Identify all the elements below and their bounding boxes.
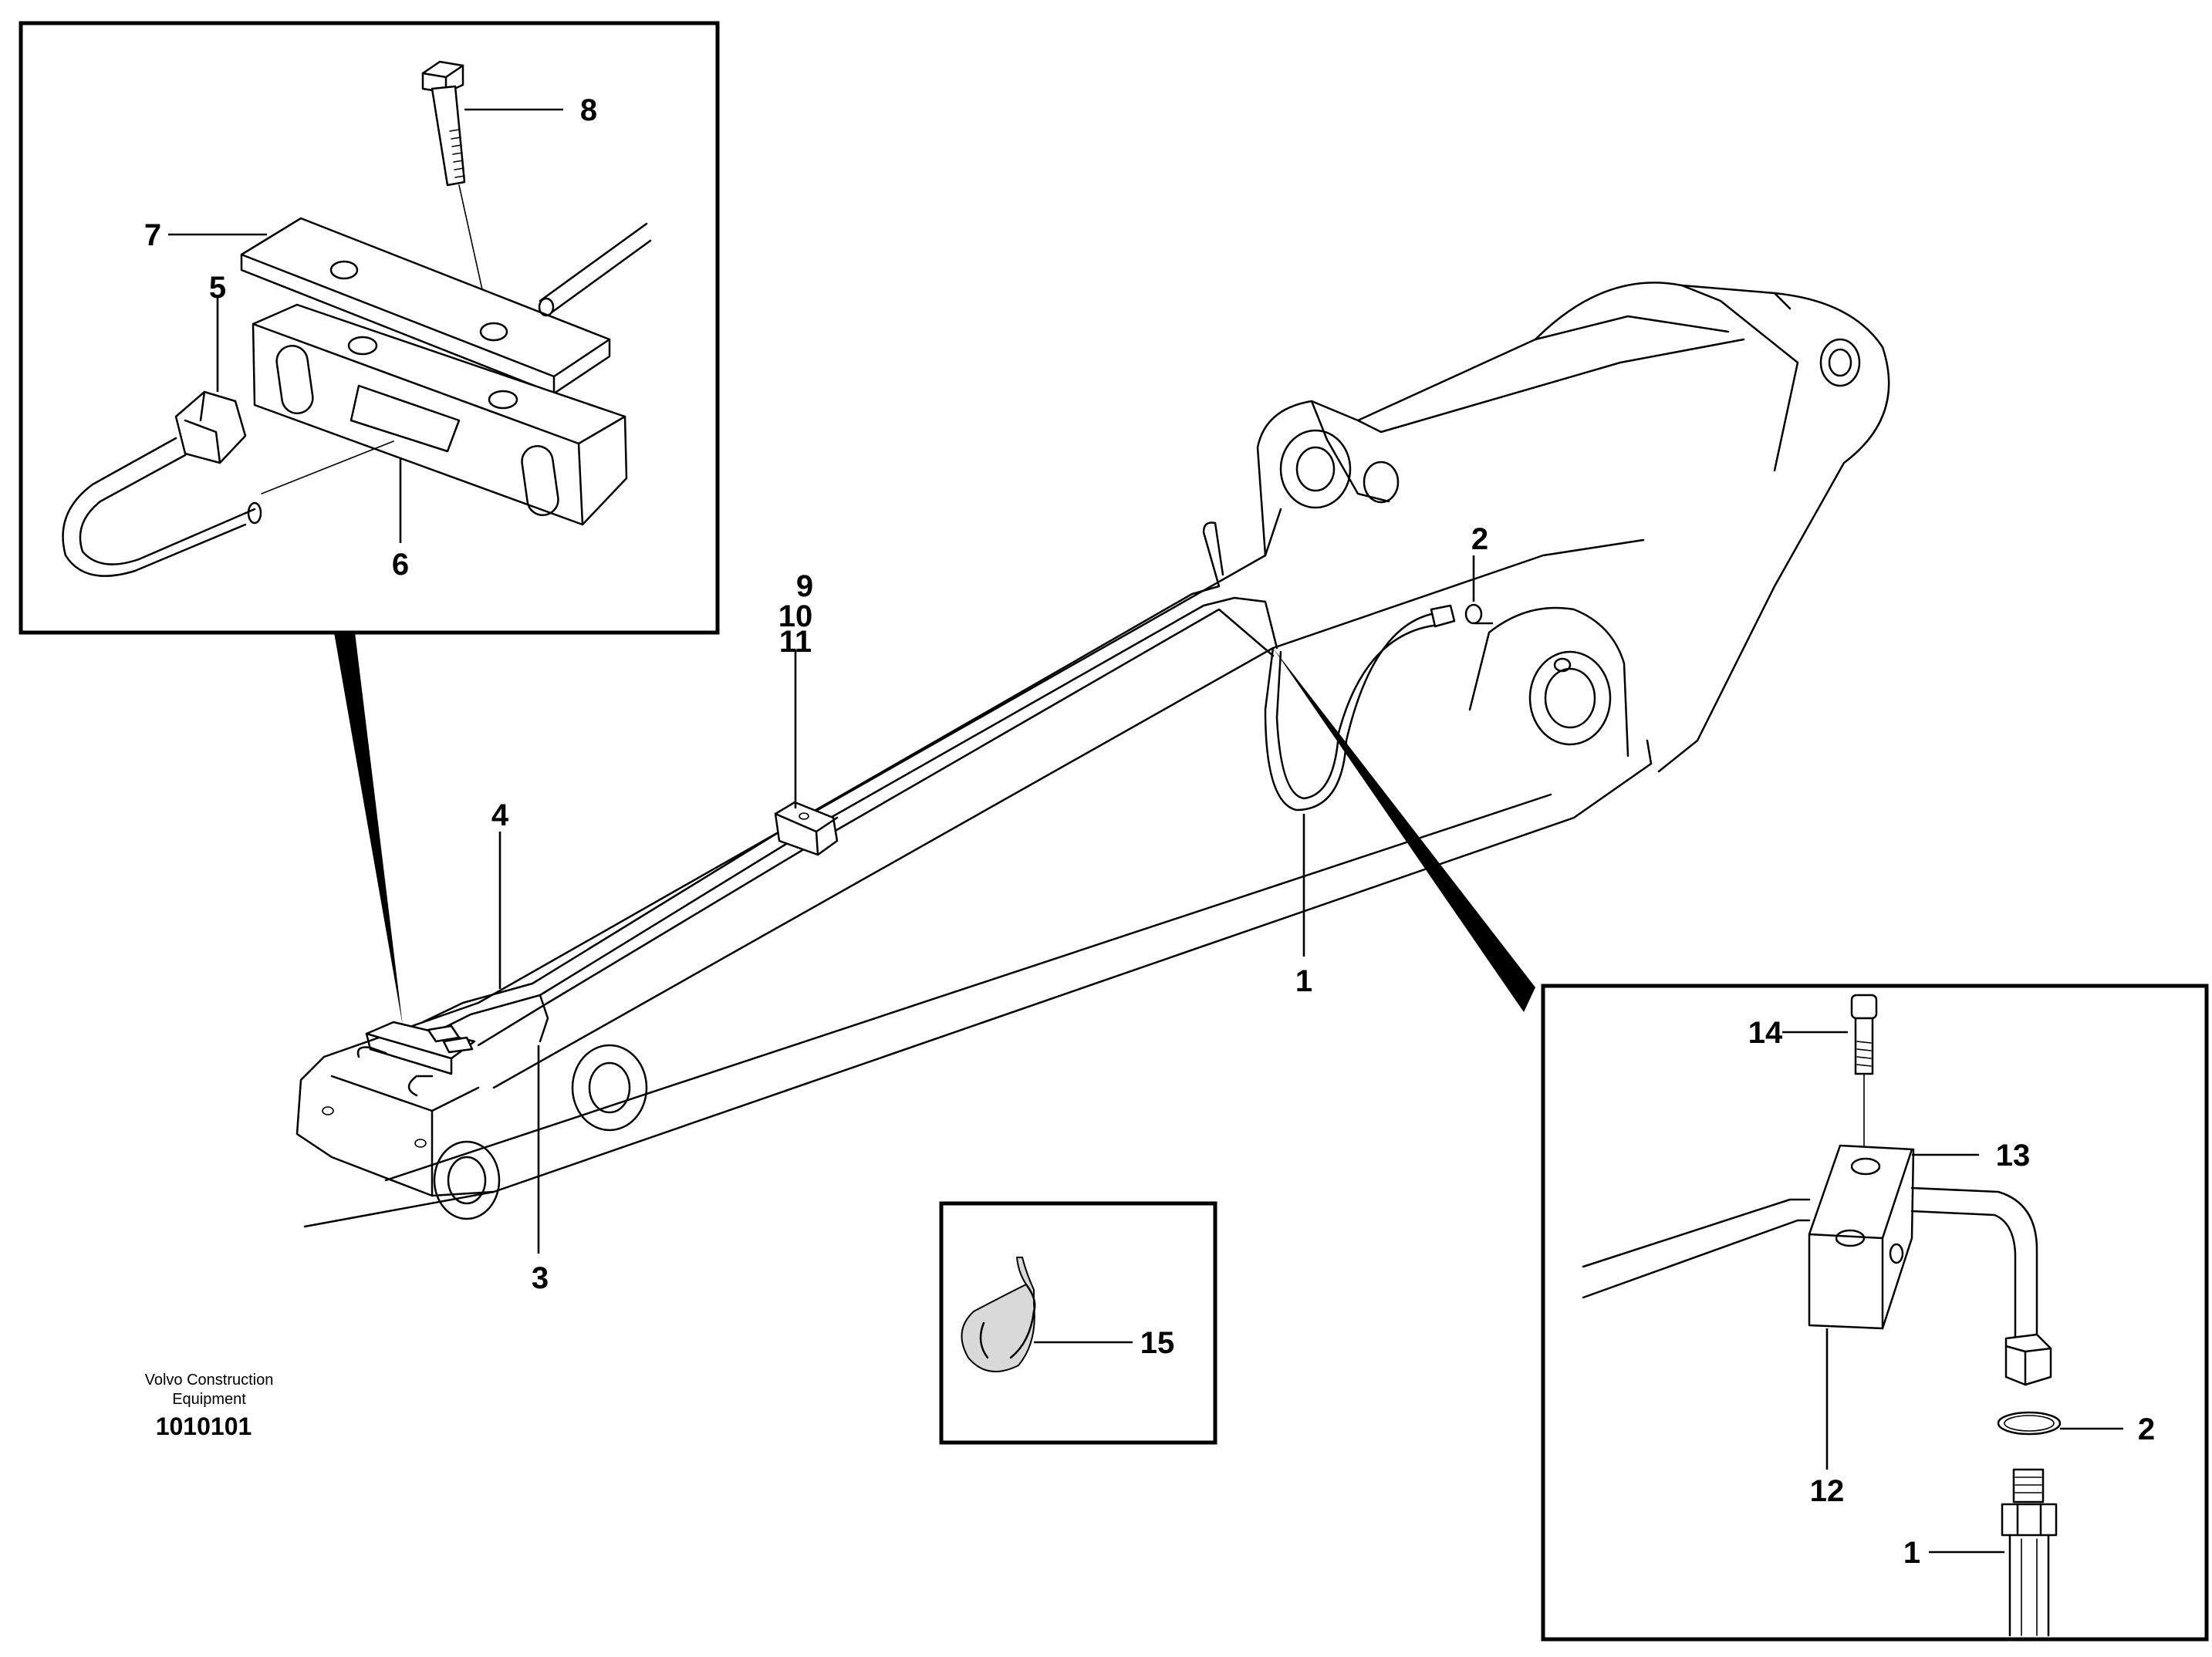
label-14: 14 (1748, 1016, 1783, 1050)
label-12: 12 (1810, 1474, 1845, 1508)
hydraulic-pipes (356, 521, 1483, 1097)
callout-wedge-left (334, 633, 403, 1026)
label-15: 15 (1140, 1326, 1175, 1360)
label-6: 6 (392, 548, 409, 582)
label-1: 1 (1295, 964, 1312, 998)
label-1-fitting: 1 (1903, 1536, 1920, 1570)
inset-fitting: 14 13 2 12 1 (1541, 984, 2209, 1642)
callout-wedge-right (1273, 648, 1535, 1012)
label-4: 4 (491, 798, 509, 832)
label-9: 9 (796, 569, 813, 603)
bolt (421, 60, 491, 329)
label-11: 11 (779, 625, 812, 659)
label-5: 5 (209, 271, 226, 305)
publisher-credit: Volvo Construction Equipment 1010101 (145, 1372, 274, 1440)
main-leaders (498, 555, 1493, 1254)
label-2-fitting: 2 (2138, 1412, 2155, 1446)
inset-clamp: 8 7 5 6 (19, 21, 720, 635)
label-7: 7 (144, 218, 161, 252)
label-13: 13 (1996, 1139, 2031, 1173)
inset-cable-tie: 15 (939, 1201, 1217, 1445)
label-3: 3 (532, 1261, 549, 1295)
label-10: 10 (778, 599, 813, 633)
credit-line-1: Volvo Construction (145, 1372, 274, 1389)
label-2: 2 (1471, 522, 1488, 556)
credit-line-2: Equipment (172, 1391, 246, 1408)
label-8: 8 (580, 93, 597, 127)
document-number: 1010101 (156, 1412, 252, 1440)
main-labels: 9 10 11 2 4 1 3 (491, 522, 1488, 1295)
